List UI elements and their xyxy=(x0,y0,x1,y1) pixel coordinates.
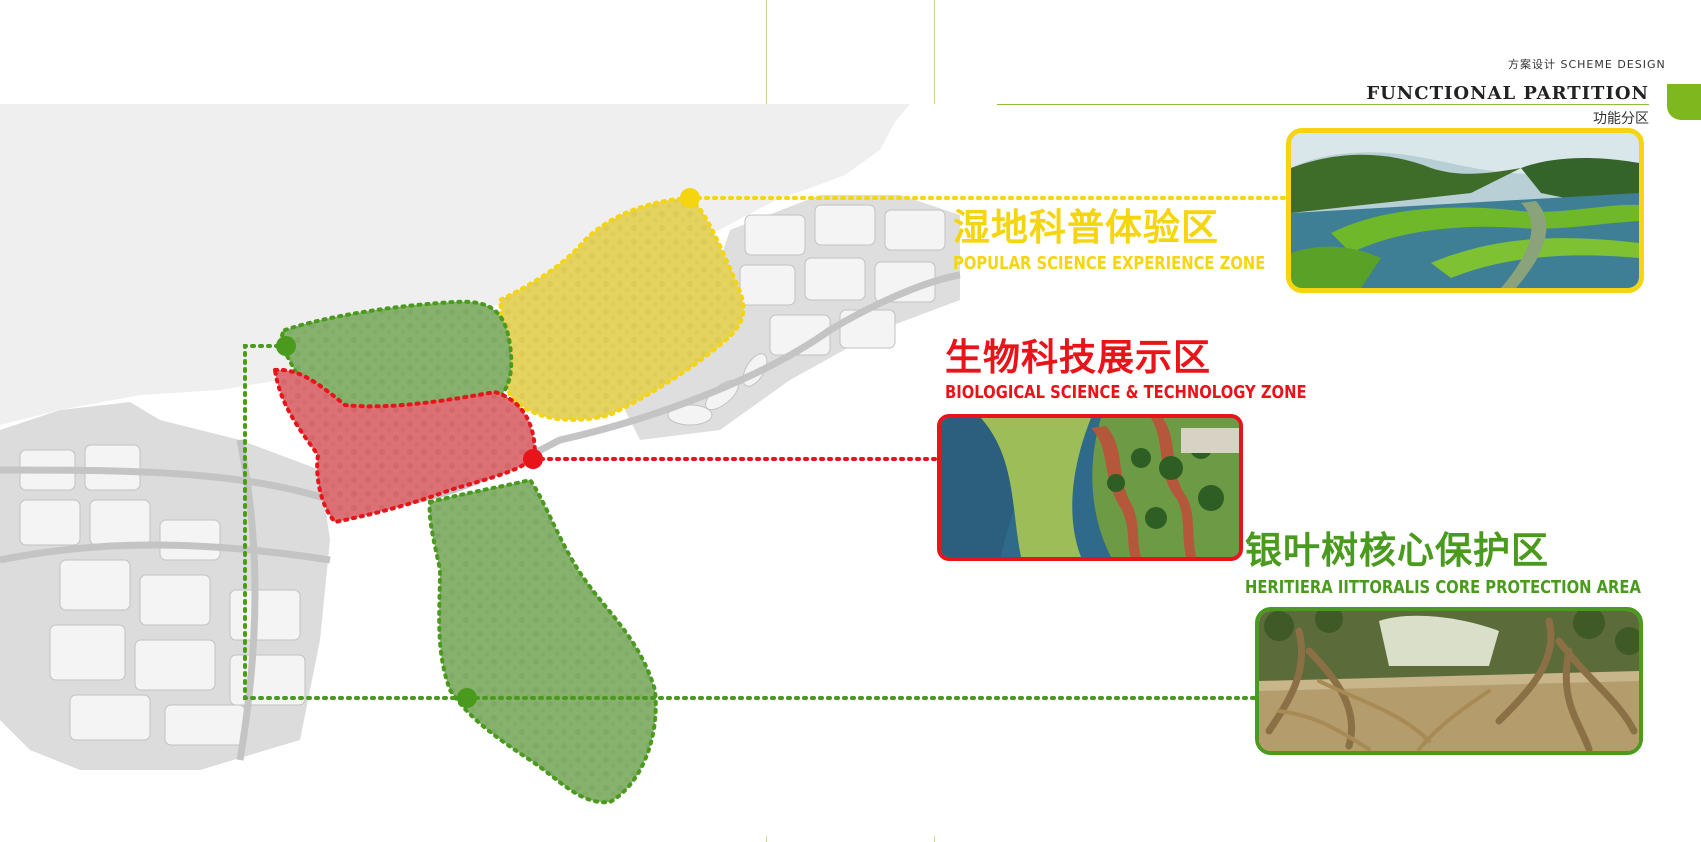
guide-line xyxy=(766,836,767,842)
leader-line-green xyxy=(243,344,1257,700)
zone-bio-technology xyxy=(272,367,538,525)
guide-line xyxy=(766,0,767,104)
zone-green-title: 银叶树核心保护区 xyxy=(1245,529,1549,572)
city-blocks-west xyxy=(19,444,306,746)
zone-red-title: 生物科技展示区 xyxy=(945,336,1211,379)
zone-science-experience xyxy=(497,195,746,422)
zone-green-north xyxy=(279,299,514,423)
photo-core-protection xyxy=(1255,607,1643,755)
photo-bio-technology xyxy=(937,414,1243,561)
photo-wetland xyxy=(1286,128,1644,293)
section-label: 方案设计 SCHEME DESIGN xyxy=(1508,58,1666,71)
anchor-dot-yellow xyxy=(680,188,700,208)
zone-yellow-title: 湿地科普体验区 xyxy=(953,206,1219,249)
roads xyxy=(0,271,961,761)
anchor-dot-green-north xyxy=(276,336,296,356)
anchor-dot-green-south xyxy=(457,688,477,708)
sea-area xyxy=(0,104,910,425)
guide-line xyxy=(934,836,935,842)
guide-line xyxy=(934,0,935,104)
zone-core-protection xyxy=(427,477,658,805)
header-rule xyxy=(997,104,1649,105)
zone-yellow-subtitle: POPULAR SCIENCE EXPERIENCE ZONE xyxy=(953,253,1266,274)
corner-tab xyxy=(1667,84,1701,120)
zone-red-subtitle: BIOLOGICAL SCIENCE & TECHNOLOGY ZONE xyxy=(945,382,1307,403)
page-title: FUNCTIONAL PARTITION xyxy=(1366,83,1649,104)
anchor-dot-red xyxy=(523,449,543,469)
page-subtitle: 功能分区 xyxy=(1593,111,1649,127)
zone-green-subtitle: HERITIERA IITTORALIS CORE PROTECTION ARE… xyxy=(1245,577,1641,598)
